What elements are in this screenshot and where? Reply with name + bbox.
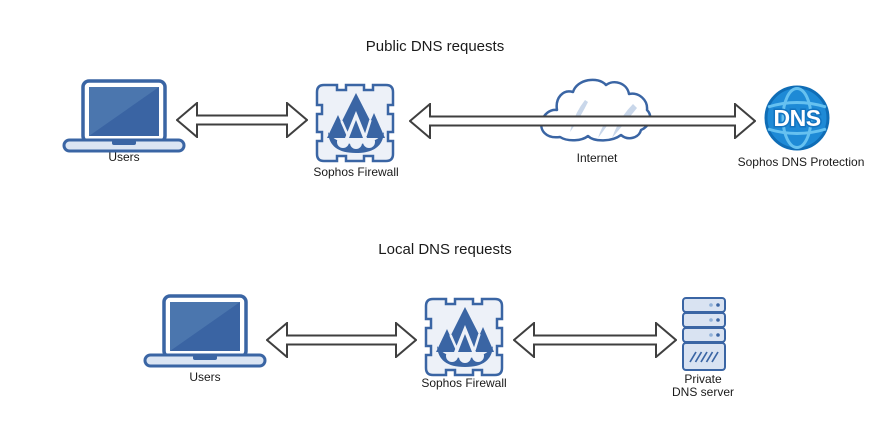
sophos-dns-protection-label: Sophos DNS Protection [737,155,865,169]
double-arrow-icon [266,322,417,358]
private-dns-server-label-line1: Private [684,372,722,386]
internet-label: Internet [576,151,618,165]
sophos-firewall-label: Sophos Firewall [421,376,507,390]
sophos-firewall-flame-icon [315,83,395,163]
laptop-icon [143,294,267,368]
double-arrow-icon [176,102,308,138]
users-label: Users [189,370,221,384]
public-section-title: Public DNS requests [365,38,505,55]
users-label: Users [108,150,140,164]
server-rack-icon [682,297,726,371]
local-section-title: Local DNS requests [378,241,512,258]
private-dns-server-label: Private DNS server [672,373,734,399]
laptop-icon [62,79,186,153]
dns-badge-text: DNS [773,105,820,131]
sophos-firewall-label: Sophos Firewall [313,165,399,179]
private-dns-server-label-line2: DNS server [671,385,735,399]
double-arrow-icon [409,103,756,139]
double-arrow-icon [513,322,677,358]
sophos-firewall-flame-icon [424,297,504,377]
dns-globe-icon: DNS [764,85,830,151]
